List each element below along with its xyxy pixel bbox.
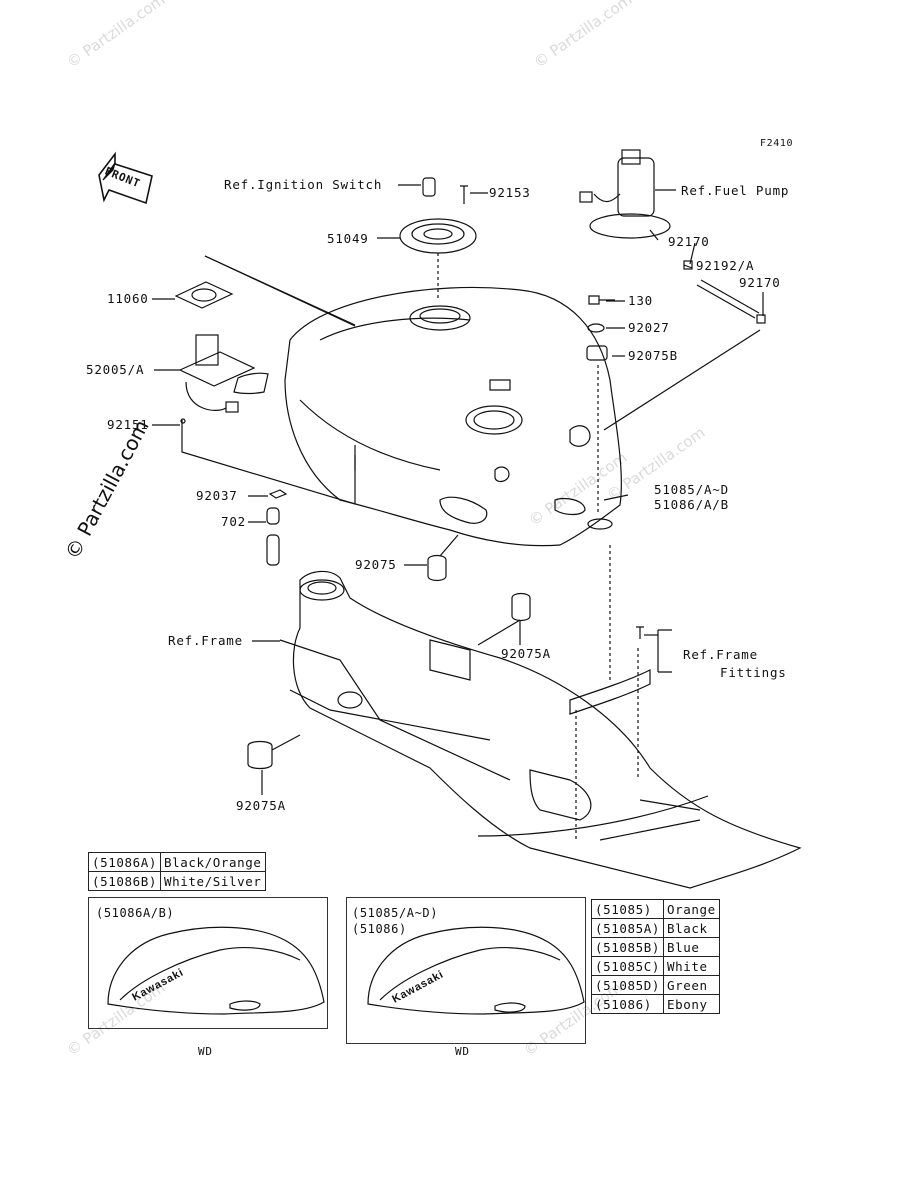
table-row: (51086)Ebony (590, 994, 720, 1014)
label-92192: 92192/A (696, 258, 755, 273)
label-92170-b: 92170 (739, 275, 781, 290)
label-51085: 51085/A~D (654, 482, 729, 497)
color-table-51086: (51086A) Black/Orange (51086B) White/Sil… (87, 852, 266, 891)
table-cell-color: Black (663, 918, 720, 938)
tank-illustration-left (107, 926, 325, 1015)
variant-box-title: (51085/A~D) (352, 906, 439, 920)
variant-box-caption: WD (455, 1045, 470, 1058)
variant-box-51085 (346, 897, 586, 1044)
label-92037: 92037 (196, 488, 238, 503)
variant-box-caption: WD (198, 1045, 213, 1058)
label-11060: 11060 (107, 291, 149, 306)
tank-illustration-right (367, 926, 585, 1015)
label-frame-ref: Ref.Frame (168, 633, 243, 648)
table-row: (51086A) Black/Orange (87, 852, 266, 872)
table-row: (51085C)White (590, 956, 720, 976)
table-row: (51086B) White/Silver (87, 871, 266, 891)
label-51049: 51049 (327, 231, 369, 246)
label-92027: 92027 (628, 320, 670, 335)
table-cell-code: (51086) (590, 994, 665, 1014)
label-frame-fittings-ref: Ref.Frame (683, 647, 758, 662)
table-row: (51085B)Blue (590, 937, 720, 957)
table-row: (51085A)Black (590, 918, 720, 938)
color-table-51085: (51085)Orange (51085A)Black (51085B)Blue… (590, 899, 720, 1014)
label-130: 130 (628, 293, 653, 308)
front-arrow-icon (98, 151, 153, 205)
table-row: (51085)Orange (590, 899, 720, 919)
variant-box-title: (51086A/B) (96, 906, 175, 920)
label-92075a-top: 92075A (501, 646, 551, 661)
table-cell-code: (51085D) (590, 975, 665, 995)
table-cell-code: (51085B) (590, 937, 665, 957)
table-cell-color: White (663, 956, 720, 976)
table-cell-code: (51086A) (87, 852, 162, 872)
table-cell-color: Orange (663, 899, 720, 919)
table-cell-code: (51085A) (590, 918, 665, 938)
variant-box-51086 (88, 897, 328, 1029)
table-cell-code: (51086B) (87, 871, 162, 891)
table-cell-code: (51085C) (590, 956, 665, 976)
label-702: 702 (221, 514, 246, 529)
table-cell-color: White/Silver (160, 871, 266, 891)
label-fuel-pump-ref: Ref.Fuel Pump (681, 183, 790, 198)
label-92170-a: 92170 (668, 234, 710, 249)
fuel-tank (284, 286, 622, 547)
label-52005: 52005/A (86, 362, 145, 377)
frame (279, 570, 802, 889)
label-92075: 92075 (355, 557, 397, 572)
figure-id: F2410 (760, 138, 794, 149)
label-92075a-bottom: 92075A (236, 798, 286, 813)
table-cell-color: Green (663, 975, 720, 995)
label-92075b: 92075B (628, 348, 678, 363)
table-cell-color: Black/Orange (160, 852, 266, 872)
label-ignition-switch-ref: Ref.Ignition Switch (224, 177, 383, 192)
label-51086: 51086/A/B (654, 497, 729, 512)
table-row: (51085D)Green (590, 975, 720, 995)
table-cell-code: (51085) (590, 899, 665, 919)
table-cell-color: Blue (663, 937, 720, 957)
label-frame-fittings: Fittings (720, 665, 787, 680)
label-92153: 92153 (489, 185, 531, 200)
table-cell-color: Ebony (663, 994, 720, 1014)
variant-box-title: (51086) (352, 922, 407, 936)
label-92151: 92151 (107, 417, 149, 432)
